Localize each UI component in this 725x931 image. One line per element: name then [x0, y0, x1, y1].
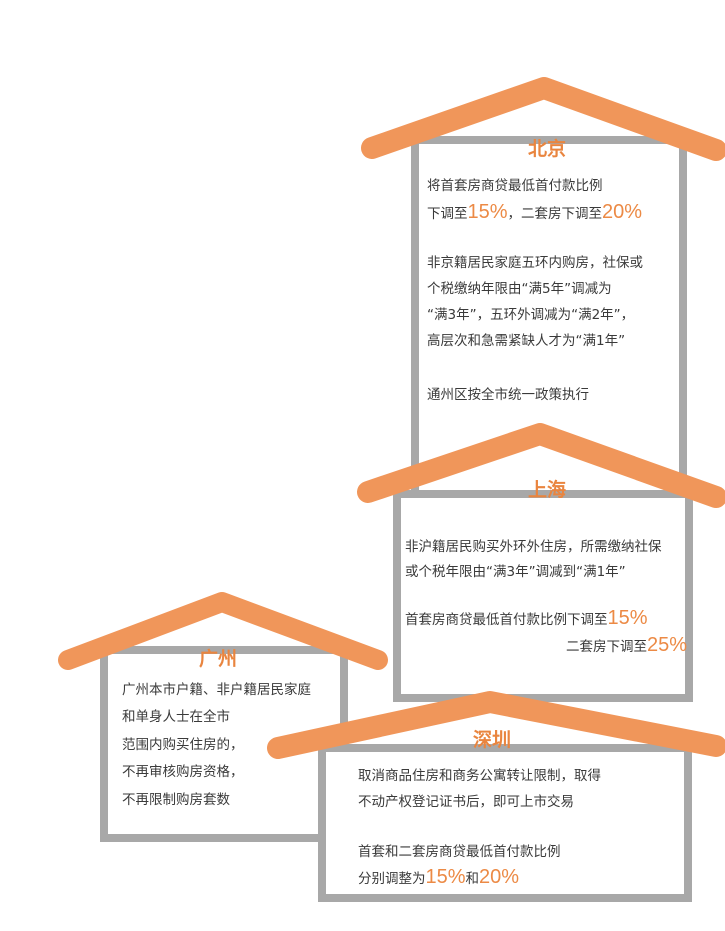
text-line: 和单身人士在全市	[122, 709, 230, 725]
text-line: 个税缴纳年限由“满5年”调减为	[427, 281, 612, 297]
text-line: 下调至15%，二套房下调至20%	[427, 201, 643, 223]
city-title-shanghai: 上海	[527, 479, 567, 501]
text-line: “满3年”，五环外调减为“满2年”，	[427, 307, 635, 323]
city-title-shenzhen: 深圳	[472, 729, 512, 751]
city-title-beijing: 北京	[527, 138, 567, 160]
text-line: 通州区按全市统一政策执行	[427, 387, 589, 403]
text-line: 取消商品住房和商务公寓转让限制，取得	[358, 768, 601, 784]
text-line: 首套房商贷最低首付款比例下调至15%	[405, 607, 648, 629]
text-line: 分别调整为15%和20%	[358, 866, 520, 888]
text-line: 将首套房商贷最低首付款比例	[427, 178, 603, 194]
text-line: 高层次和急需紧缺人才为“满1年”	[427, 333, 626, 349]
text-line: 不动产权登记证书后，即可上市交易	[358, 794, 574, 810]
roof	[58, 592, 388, 670]
text-line: 非京籍居民家庭五环内购房，社保或	[427, 255, 643, 271]
roof	[267, 691, 725, 759]
city-title-guangzhou: 广州	[198, 648, 238, 670]
text-line: 首套和二套房商贷最低首付款比例	[358, 844, 561, 860]
text-line: 不再审核购房资格，	[122, 764, 244, 780]
roof	[357, 423, 725, 508]
text-line: 二套房下调至25%	[565, 634, 687, 656]
roof	[361, 77, 725, 161]
text-line: 不再限制购房套数	[122, 792, 230, 808]
text-line: 或个税年限由“满3年”调减到“满1年”	[405, 564, 626, 580]
text-line: 范围内购买住房的，	[122, 737, 244, 753]
text-line: 非沪籍居民购买外环外住房，所需缴纳社保	[405, 539, 662, 555]
text-line: 广州本市户籍、非户籍居民家庭	[122, 682, 311, 698]
